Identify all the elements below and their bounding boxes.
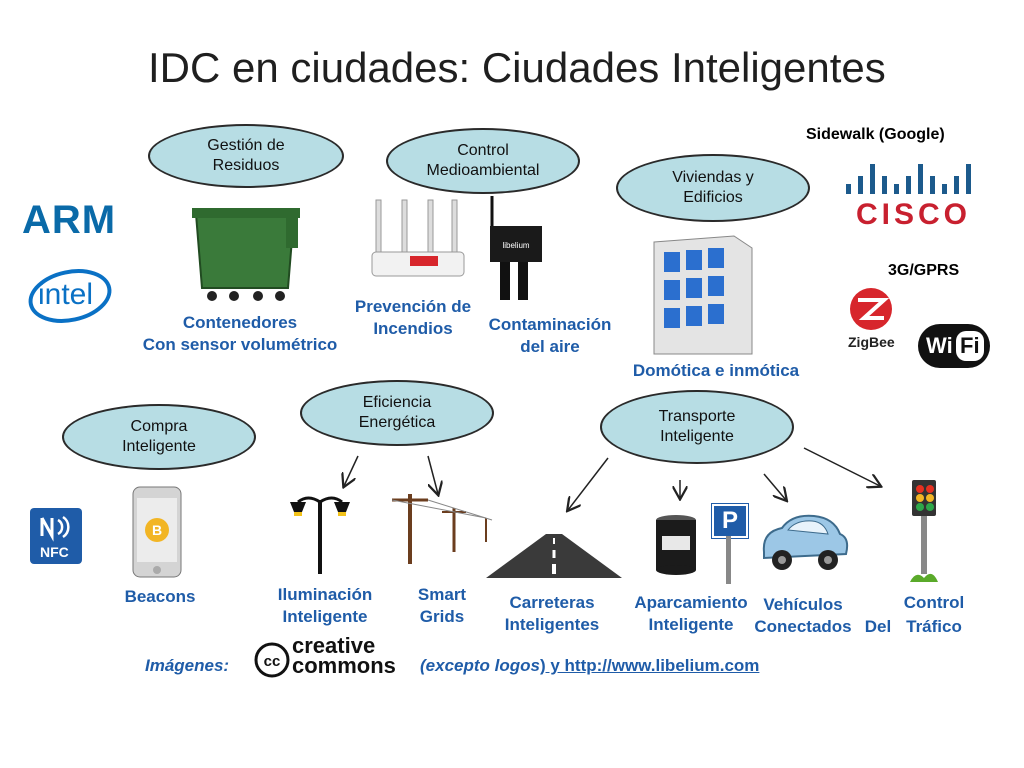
waste-container-icon: [192, 208, 300, 301]
intel-logo-ring: [28, 269, 112, 323]
page-title: IDC en ciudades: Ciudades Inteligentes: [148, 44, 886, 91]
bubble-eficiencia-energetica: Eficiencia Energética: [300, 380, 494, 446]
connected-car-icon: [762, 514, 849, 570]
cisco-logo: CISCO: [856, 198, 972, 231]
bubble-label: Gestión de Residuos: [207, 137, 285, 174]
wifi-wi: Wi: [926, 333, 953, 358]
label-contenedores: Contenedores Con sensor volumétrico: [142, 313, 338, 354]
creative-commons-icon: cc: [254, 642, 290, 678]
bubble-viviendas-edificios: Viviendas y Edificios: [616, 154, 810, 222]
label-control-trafico-2: Del: [864, 617, 892, 636]
label-vehiculos: Vehículos Conectados: [754, 595, 852, 636]
nfc-icon: [40, 515, 70, 542]
label-control-trafico-3: Tráfico: [906, 617, 962, 636]
label-carreteras: Carreteras Inteligentes: [504, 593, 600, 634]
nfc-logo: NFC: [30, 508, 82, 564]
bubble-control-medioambiental: Control Medioambiental: [386, 128, 580, 194]
phone-beacon-icon: B: [132, 486, 182, 578]
bubble-gestion-residuos: Gestión de Residuos: [148, 124, 344, 188]
label-control-trafico-1: Control: [903, 593, 965, 612]
bubble-label: Compra Inteligente: [122, 418, 196, 455]
power-grid-icon: [391, 494, 493, 564]
router-sensor-icon: [371, 199, 465, 277]
svg-text:B: B: [152, 522, 162, 538]
zigbee-logo: ZigBee: [848, 334, 895, 350]
wifi-logo: Wi Fi: [918, 324, 990, 368]
traffic-light-icon: [910, 480, 938, 582]
credits-excepto: (excepto logos) y http://www.libelium.co…: [420, 656, 759, 676]
credits-excepto-text: (excepto logos: [420, 656, 540, 675]
label-aparcamiento: Aparcamiento Inteligente: [634, 593, 748, 634]
cc-mark: cc: [264, 653, 281, 670]
parking-sign-pole: [726, 536, 731, 584]
parking-sensor-icon: [656, 515, 696, 575]
road-icon: [486, 534, 622, 578]
libelium-link[interactable]: ) y http://www.libelium.com: [539, 656, 760, 675]
label-iluminacion: Iluminación Inteligente: [277, 585, 373, 626]
bubble-transporte-inteligente: Transporte Inteligente: [600, 390, 794, 464]
gprs-label: 3G/GPRS: [888, 262, 960, 279]
cc-creative: creative: [292, 633, 376, 658]
label-smart-grids: Smart Grids: [417, 585, 467, 626]
arm-logo: ARM: [22, 198, 117, 242]
bubble-label: Eficiencia Energética: [358, 394, 436, 431]
sidewalk-label: Sidewalk (Google): [806, 126, 945, 143]
credits-imagenes: Imágenes:: [145, 656, 230, 675]
intel-logo: intel: [38, 278, 94, 311]
bubble-label: Viviendas y Edificios: [672, 169, 754, 206]
parking-sign: P: [712, 504, 748, 538]
building-icon: [653, 235, 753, 355]
wifi-fi-box: [956, 331, 984, 361]
label-domotica: Domótica e inmótica: [632, 361, 800, 380]
cc-commons: commons: [292, 653, 396, 678]
nfc-text: NFC: [40, 544, 69, 560]
zigbee-icon: [850, 288, 892, 330]
street-lamp-icon: [290, 496, 350, 574]
libelium-text: libelium: [502, 241, 529, 250]
bubble-label: Control Medioambiental: [426, 142, 540, 179]
bubble-label: Transporte Inteligente: [658, 408, 736, 445]
label-beacons: Beacons: [124, 587, 196, 606]
bubble-compra-inteligente: Compra Inteligente: [62, 404, 256, 470]
label-contaminacion: Contaminación del aire: [488, 315, 612, 356]
cisco-bars-icon: [846, 164, 971, 194]
air-sensor-icon: libelium: [490, 196, 542, 300]
label-prevencion-incendios: Prevención de Incendios: [354, 297, 472, 338]
wifi-fi: Fi: [960, 333, 980, 358]
